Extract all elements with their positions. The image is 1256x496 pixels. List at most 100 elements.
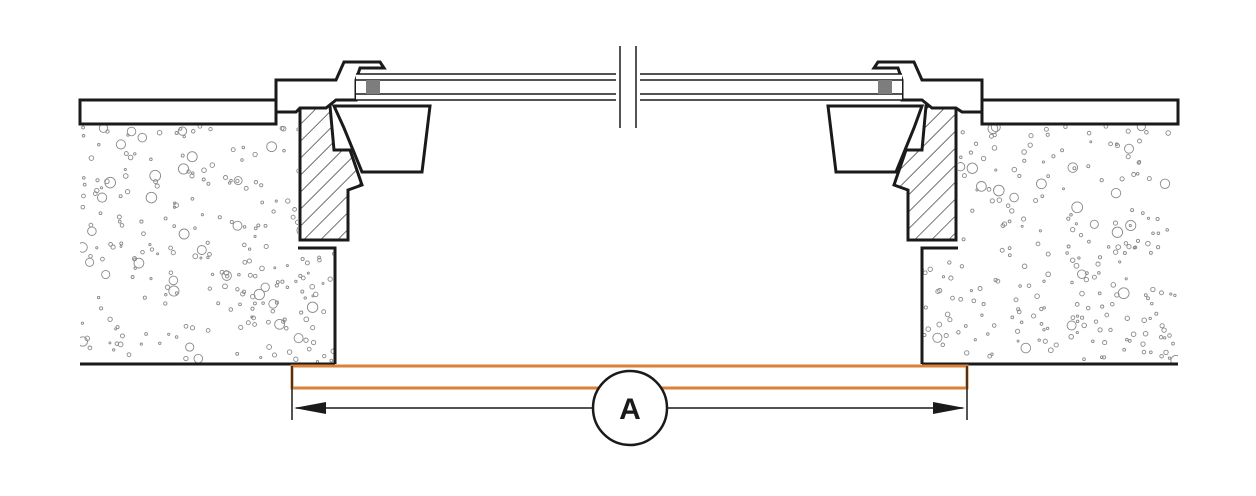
concrete-speckle [1089,140,1093,144]
concrete-speckle [274,318,285,330]
concrete-speckle [1037,338,1041,342]
concrete-speckle [183,323,189,329]
concrete-speckle [229,219,234,225]
concrete-speckle [1021,149,1027,155]
concrete-speckle [232,220,243,231]
concrete-speckle [1042,306,1046,310]
concrete-speckle [1011,166,1018,173]
concrete-speckle [1142,330,1149,337]
concrete-speckle [928,240,932,245]
concrete-speckle [961,173,967,179]
concrete-speckle [145,191,158,204]
concrete-speckle [1063,124,1068,129]
concrete-speckle [1115,244,1121,250]
concrete-speckle [300,275,306,281]
concrete-speckle [1039,322,1044,326]
concrete-speckle [259,183,264,188]
concrete-speckle [177,163,190,175]
concrete-speckle [246,258,252,264]
concrete-speckle [88,155,95,161]
concrete-speckle [153,179,159,185]
concrete-speckle [1086,130,1092,136]
concrete-speckle [183,355,189,362]
concrete-speckle [201,167,207,173]
right-gasket [878,80,892,94]
concrete-speckle [182,134,186,139]
concrete-speckle [250,293,256,300]
concrete-speckle [189,325,196,331]
concrete-speckle [1047,347,1054,354]
concrete-speckle [306,346,312,352]
concrete-speckle [88,222,94,228]
concrete-speckle [1125,219,1137,232]
concrete-speckle [141,231,146,237]
concrete-speckle [310,325,316,331]
concrete-speckle [294,279,298,284]
left-roof-slab [78,98,278,126]
concrete-speckle [252,151,258,158]
concrete-speckle [123,173,129,179]
concrete-speckle [210,272,215,277]
concrete-speckle [994,168,998,172]
concrete-speckle [1124,315,1130,321]
concrete-speckle [241,145,246,150]
concrete-speckle [1027,142,1033,148]
concrete-speckle [991,145,998,151]
concrete-speckle [317,257,322,263]
concrete-speckle [1016,339,1020,343]
concrete-speckle [237,272,241,277]
concrete-speckle [216,301,221,306]
concrete-speckle [149,277,153,281]
concrete-speckle [970,208,975,213]
concrete-speckle [261,301,265,305]
concrete-speckle [1141,317,1147,323]
concrete-speckle [1017,173,1022,179]
concrete-speckle [133,152,137,156]
concrete-speckle [1091,274,1097,280]
concrete-speckle [282,317,287,322]
concrete-speckle [80,204,86,210]
concrete-speckle [977,286,983,291]
concrete-speckle [1104,312,1110,318]
concrete-speckle [205,240,210,245]
concrete-speckle [149,247,155,252]
concrete-speckle [99,186,104,190]
concrete-speckle [250,315,254,319]
concrete-speckle [327,276,333,282]
concrete-speckle [80,242,88,253]
concrete-speckle [178,127,183,131]
concrete-speckle [1114,292,1120,298]
concrete-speckle [235,178,240,184]
concrete-speckle [123,167,127,172]
concrete-speckle [959,264,965,269]
concrete-speckle [1075,314,1080,318]
concrete-speckle [1041,160,1045,164]
concrete-speckle [275,280,280,285]
concrete-speckle [1073,262,1080,269]
concrete-speckle [1060,148,1065,153]
concrete-speckle [266,344,272,350]
concrete-speckle [190,129,196,134]
concrete-speckle [1125,154,1131,160]
concrete-speckle [992,132,997,138]
concrete-speckle [1007,253,1012,258]
concrete-speckle [206,255,210,260]
concrete-speckle [1114,142,1119,146]
concrete-speckle [317,255,321,260]
concrete-speckle [955,162,966,172]
concrete-speckle [189,173,195,179]
concrete-speckle [293,356,299,362]
concrete-speckle [85,257,95,267]
concrete-speckle [943,333,949,339]
concrete-speckle [139,342,143,346]
concrete-speckle [163,216,168,221]
concrete-speckle [235,351,240,356]
concrete-speckle [315,359,320,363]
concrete-speckle [1125,128,1131,134]
concrete-speckle [1171,341,1175,346]
concrete-speckle [1159,290,1164,296]
concrete-speckle [961,237,966,242]
concrete-speckle [88,253,93,259]
concrete-speckle [185,342,195,352]
concrete-speckle [1170,354,1178,363]
